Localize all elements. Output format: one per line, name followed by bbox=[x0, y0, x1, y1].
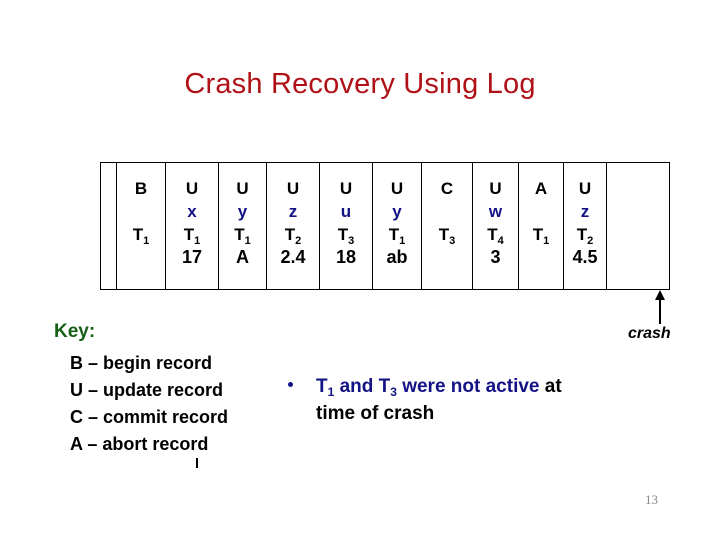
record-value: 4.5 bbox=[572, 247, 598, 267]
note-line1-black: at bbox=[539, 376, 562, 397]
record-type: U bbox=[185, 179, 199, 198]
key-entry-3: A – abort record bbox=[70, 434, 209, 454]
record-transaction: T4 bbox=[487, 225, 504, 247]
record-transaction: T2 bbox=[284, 225, 302, 247]
record-transaction: T2 bbox=[576, 225, 594, 247]
note-line1-blue: T1 and T3 were not active bbox=[316, 376, 540, 399]
log-cell-1: B T1 bbox=[116, 162, 166, 290]
record-variable bbox=[101, 200, 116, 223]
record-variable: x bbox=[187, 202, 197, 221]
key-entry-0: B – begin record bbox=[70, 353, 213, 373]
record-type: U bbox=[489, 179, 502, 198]
record-transaction: T3 bbox=[337, 225, 355, 247]
record-type: U bbox=[286, 179, 300, 198]
record-variable: w bbox=[488, 202, 503, 221]
record-variable: u bbox=[340, 202, 352, 221]
record-variable: y bbox=[237, 202, 248, 221]
record-value bbox=[519, 246, 563, 269]
record-value: 18 bbox=[335, 247, 357, 267]
key-entry-1: U – update record bbox=[70, 380, 224, 400]
record-variable bbox=[422, 200, 472, 223]
record-value: 2.4 bbox=[280, 247, 306, 267]
record-type: U bbox=[236, 179, 249, 198]
record-type: U bbox=[390, 179, 404, 198]
record-value bbox=[422, 246, 472, 269]
record-transaction: T1 bbox=[132, 225, 150, 247]
log-cell-9: A T1 bbox=[518, 162, 564, 290]
record-transaction: T1 bbox=[388, 225, 406, 247]
record-variable: z bbox=[288, 202, 298, 221]
crash-arrow-icon bbox=[652, 290, 668, 324]
record-variable bbox=[117, 200, 165, 223]
record-value bbox=[101, 246, 116, 269]
record-variable bbox=[607, 200, 669, 223]
note-line2: time of crash bbox=[316, 403, 435, 424]
log-cell-7: C T3 bbox=[421, 162, 473, 290]
record-type: B bbox=[134, 179, 148, 198]
record-transaction bbox=[101, 223, 116, 246]
record-type bbox=[101, 177, 116, 200]
record-value bbox=[607, 246, 669, 269]
record-type: A bbox=[534, 179, 548, 198]
record-type: U bbox=[578, 179, 592, 198]
page-number: 13 bbox=[645, 492, 658, 507]
record-transaction: T1 bbox=[234, 225, 251, 247]
record-transaction bbox=[607, 223, 669, 246]
record-value bbox=[117, 246, 165, 269]
key-entry-2: C – commit record bbox=[70, 407, 229, 427]
record-type: U bbox=[339, 179, 353, 198]
record-variable: y bbox=[392, 202, 402, 221]
record-value: 17 bbox=[181, 247, 203, 267]
key-legend-list: B – begin record U – update record C – com… bbox=[70, 350, 228, 458]
record-value: 3 bbox=[490, 247, 501, 267]
crash-label: crash bbox=[628, 325, 671, 342]
cursor-tick-mark bbox=[196, 458, 198, 468]
record-variable bbox=[519, 200, 563, 223]
record-transaction: T1 bbox=[532, 225, 550, 247]
record-type: C bbox=[440, 179, 454, 198]
record-transaction: T1 bbox=[183, 225, 201, 247]
record-value: A bbox=[236, 247, 249, 267]
record-value: ab bbox=[386, 247, 408, 267]
bullet-point-icon bbox=[288, 382, 293, 387]
record-type bbox=[607, 177, 669, 200]
key-heading: Key: bbox=[54, 321, 96, 342]
record-transaction: T3 bbox=[438, 225, 456, 247]
log-cell-0 bbox=[100, 162, 117, 290]
note-text: T1 and T3 were not active at time of cra… bbox=[316, 374, 688, 426]
record-variable: z bbox=[580, 202, 590, 221]
page-title: Crash Recovery Using Log bbox=[184, 68, 536, 100]
log-cell-11 bbox=[606, 162, 670, 290]
